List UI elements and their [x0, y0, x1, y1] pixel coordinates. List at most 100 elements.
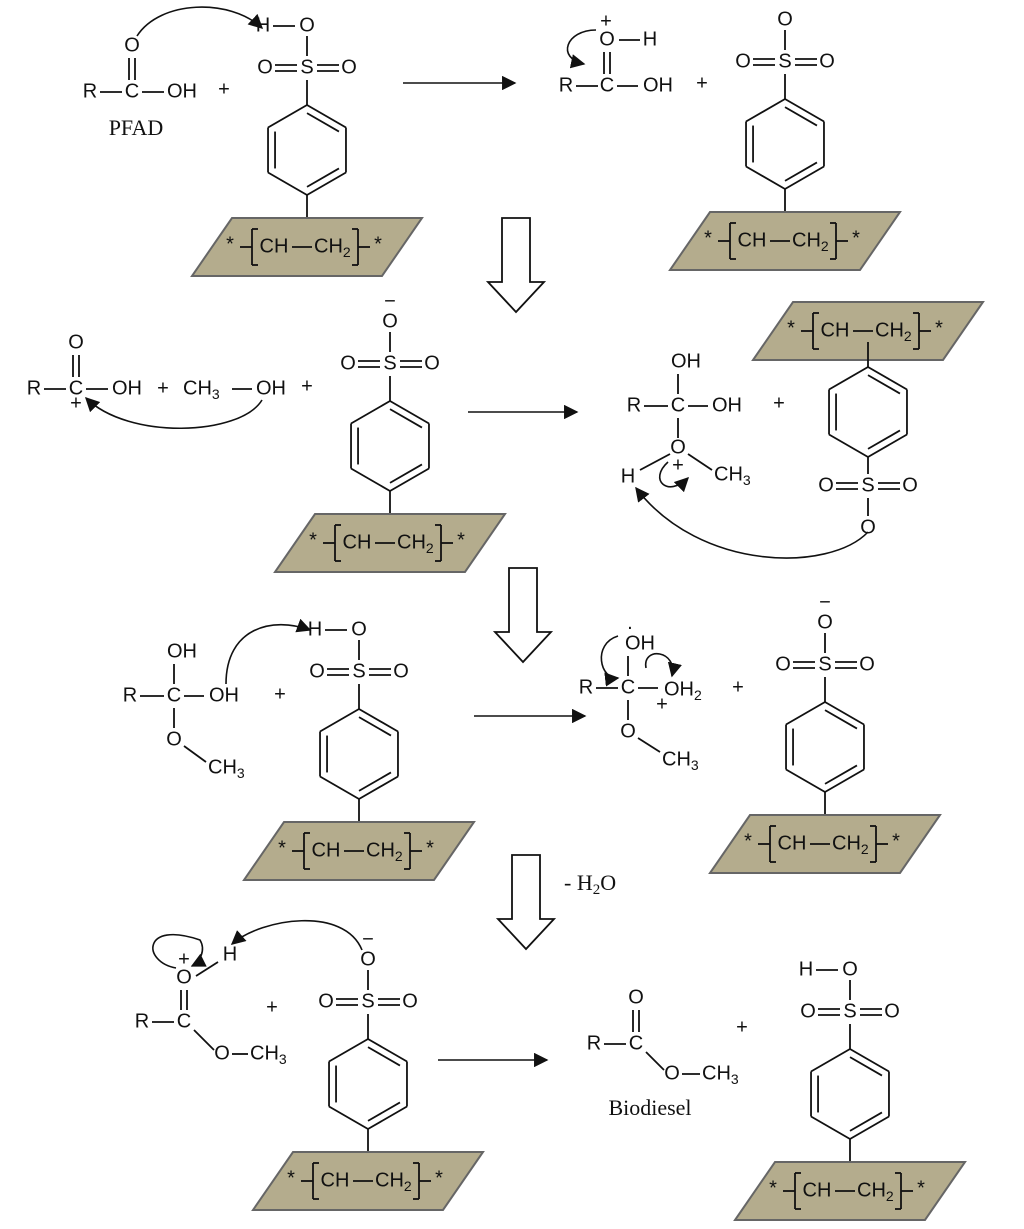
oxygen-atom: O: [628, 986, 644, 1008]
ring-double-bond: [824, 764, 858, 785]
electron-arrow-deprotonation: [635, 486, 869, 559]
biodiesel-label: Biodiesel: [608, 1095, 691, 1120]
negative-charge: −: [384, 290, 396, 312]
oxygen-atom: O: [360, 948, 376, 970]
ring-bond: [367, 1038, 408, 1063]
o-ch3-bond: [687, 453, 713, 471]
ring-bond: [810, 1048, 851, 1073]
ring-double-bond: [367, 1046, 401, 1067]
ring-double-bond: [358, 771, 392, 792]
ring-bond: [367, 1105, 408, 1130]
ring-bond: [785, 701, 826, 726]
electron-arrow-protonation-2: [225, 618, 312, 685]
resin-star: *: [226, 233, 234, 255]
ring-double-bond: [867, 429, 901, 450]
oxygen-atom: O: [214, 1042, 230, 1064]
ring-bond: [784, 98, 825, 123]
positive-charge: +: [70, 392, 82, 414]
plus-sign: +: [218, 78, 230, 100]
ring-double-bond: [867, 374, 901, 395]
resin-star: *: [309, 529, 317, 551]
o-ch3-bond: [183, 745, 207, 763]
ring-bond: [358, 708, 399, 733]
oxygen-atom: O: [424, 352, 440, 374]
ring-double-bond: [306, 112, 340, 133]
positive-charge: +: [600, 10, 612, 32]
methyl-group: CH3: [714, 463, 751, 487]
resin-ch: CH: [321, 1169, 350, 1191]
electron-arrow-leaving: [645, 653, 682, 678]
oxygen-atom: O: [351, 618, 367, 640]
r-group: R: [559, 74, 573, 96]
oxygen-atom: O: [176, 966, 192, 988]
sulfur-atom: S: [383, 352, 396, 374]
oxygen-atom: O: [402, 990, 418, 1012]
ring-bond: [319, 708, 360, 733]
o-ch3-bond: [637, 737, 661, 753]
ring-bond: [328, 1105, 369, 1130]
electron-arrow-protonation: [136, 6, 264, 37]
plus-sign: +: [773, 392, 785, 414]
sulfur-atom: S: [361, 990, 374, 1012]
sulfur-atom: S: [843, 1000, 856, 1022]
hydrogen-atom: H: [256, 14, 270, 36]
methyl-group: CH3: [702, 1062, 739, 1086]
ring-bond: [745, 165, 786, 190]
co-bond: [193, 1029, 215, 1051]
oxygen-atom: O: [670, 436, 686, 458]
r-group: R: [123, 684, 137, 706]
sulfur-atom: S: [778, 50, 791, 72]
ring-double-bond: [306, 167, 340, 188]
resin-ch: CH: [821, 319, 850, 341]
positive-charge: +: [656, 693, 668, 715]
ring-bond: [867, 366, 908, 391]
oxygen-atom: O: [341, 56, 357, 78]
ring-bond: [350, 467, 391, 492]
methyl-group: CH3: [250, 1042, 287, 1066]
oxygen-atom: O: [800, 1000, 816, 1022]
step-arrow-2: [492, 567, 554, 664]
ring-double-bond: [824, 709, 858, 730]
hydrogen-atom: H: [643, 28, 657, 50]
ring-bond: [824, 701, 865, 726]
lone-pair: ·: [627, 616, 634, 638]
r-group: R: [579, 676, 593, 698]
oxygen-atom: O: [299, 14, 315, 36]
carbon-atom: C: [621, 676, 635, 698]
hydroxyl: OH: [209, 684, 239, 706]
water-loss-text: - H2O: [564, 870, 616, 898]
electron-arrow-lone-pair: [600, 635, 620, 687]
electron-arrow-oh: [658, 461, 690, 493]
electron-arrow-oxonium: [152, 933, 207, 969]
resin-star: *: [769, 1177, 777, 1199]
hydroxyl: OH: [167, 640, 197, 662]
ring-bond: [824, 768, 865, 793]
methyl-group: CH3: [662, 748, 699, 772]
r-group: R: [27, 377, 41, 399]
oxygen-atom: O: [860, 516, 876, 538]
resin-star: *: [744, 830, 752, 852]
oxygen-atom: O: [817, 611, 833, 633]
ring-bond: [784, 165, 825, 190]
ring-bond: [358, 775, 399, 800]
carbon-atom: C: [671, 394, 685, 416]
ring-double-bond: [784, 106, 818, 127]
oxygen-atom: O: [902, 474, 918, 496]
r-group: R: [83, 80, 97, 102]
ring-bond: [867, 433, 908, 458]
ring-double-bond: [367, 1101, 401, 1122]
oxygen-atom: O: [664, 1062, 680, 1084]
sulfur-atom: S: [861, 474, 874, 496]
plus-sign: +: [696, 72, 708, 94]
